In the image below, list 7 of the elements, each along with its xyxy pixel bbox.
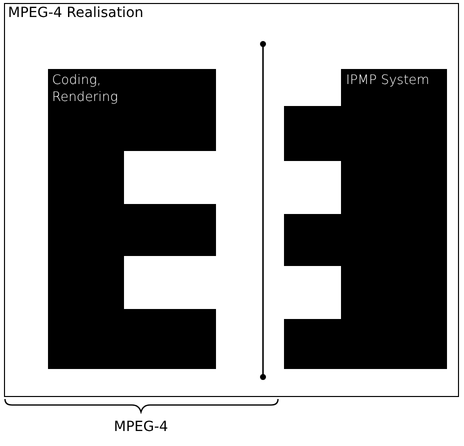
block-label: Coding, Rendering xyxy=(52,72,119,106)
frame-title: MPEG-4 Realisation xyxy=(8,5,144,22)
e-shaped-block xyxy=(48,69,216,369)
e-shaped-block xyxy=(284,69,447,369)
block-label: IPMP System xyxy=(346,72,430,89)
brace-label: MPEG-4 xyxy=(112,419,170,436)
frame-box xyxy=(4,3,459,397)
